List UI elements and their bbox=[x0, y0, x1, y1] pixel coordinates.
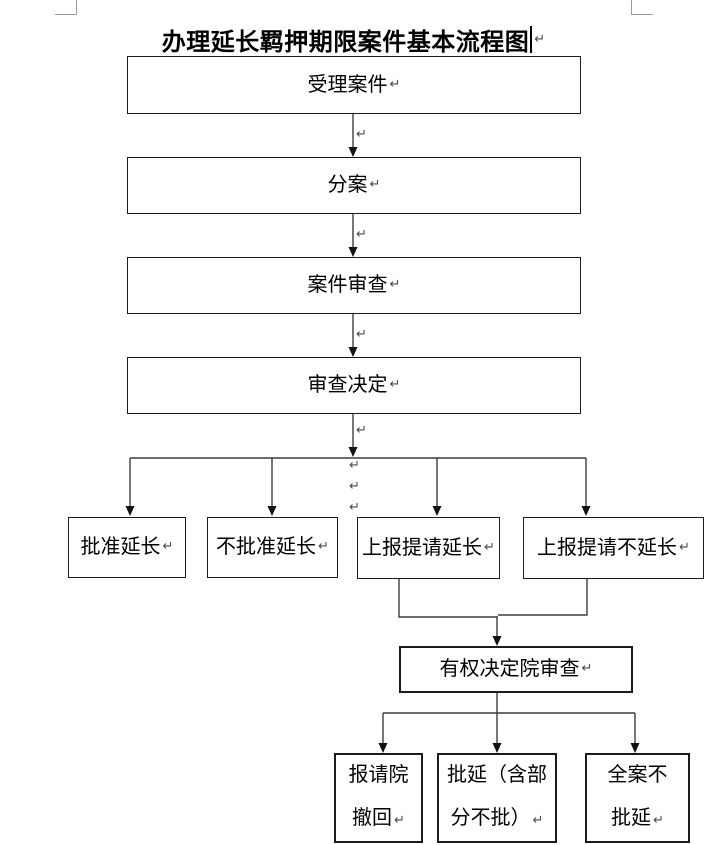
text-boundary-corner-top-left bbox=[55, 0, 77, 15]
page-title: 办理延长羁押期限案件基本流程图 bbox=[161, 29, 530, 56]
node-label: 受理案件 bbox=[307, 73, 388, 96]
paragraph-mark: ↵ bbox=[349, 500, 360, 515]
node-label: 上报提请不延长 bbox=[537, 536, 678, 559]
node-authority-review[interactable]: 有权决定院审查↵ bbox=[399, 646, 633, 693]
paragraph-mark: ↵ bbox=[349, 458, 360, 473]
paragraph-mark: ↵ bbox=[394, 813, 405, 828]
node-label-line2: 撤回↵ bbox=[352, 807, 405, 829]
node-report-request-no-extension[interactable]: 上报提请不延长↵ bbox=[523, 517, 704, 579]
node-approve-delay[interactable]: 批延（含部 分不批）↵ bbox=[437, 753, 557, 843]
node-report-request-extension[interactable]: 上报提请延长↵ bbox=[357, 517, 500, 579]
paragraph-mark: ↵ bbox=[484, 539, 495, 555]
node-label: 批准延长 bbox=[80, 536, 161, 558]
paragraph-mark: ↵ bbox=[389, 377, 401, 393]
arrow-to-authority-review bbox=[492, 616, 502, 646]
paragraph-mark: ↵ bbox=[356, 327, 367, 342]
arrow-to-report-request-no-extension bbox=[581, 458, 591, 516]
node-approve-extension[interactable]: 批准延长↵ bbox=[68, 517, 186, 578]
node-label: 上报提请延长 bbox=[362, 536, 483, 559]
text-boundary-corner-top-right bbox=[631, 0, 653, 15]
paragraph-mark: ↵ bbox=[389, 277, 401, 293]
arrow-to-report-request-extension bbox=[432, 458, 442, 516]
node-label-line2: 批延↵ bbox=[611, 807, 664, 829]
paragraph-mark: ↵ bbox=[679, 539, 690, 555]
text-cursor bbox=[530, 25, 533, 53]
paragraph-mark: ↵ bbox=[369, 177, 381, 193]
paragraph-mark: ↵ bbox=[389, 76, 401, 92]
node-label: 不批准延长 bbox=[216, 536, 317, 558]
paragraph-mark: ↵ bbox=[318, 539, 329, 555]
paragraph-mark: ↵ bbox=[581, 661, 593, 677]
paragraph-mark: ↵ bbox=[534, 31, 546, 47]
paragraph-mark: ↵ bbox=[532, 813, 544, 828]
node-review-decision[interactable]: 审查决定↵ bbox=[127, 357, 581, 414]
paragraph-mark: ↵ bbox=[356, 227, 367, 242]
arrow-to-approve-extension bbox=[125, 458, 135, 516]
node-request-withdraw[interactable]: 报请院 撤回↵ bbox=[334, 753, 423, 843]
node-label: 分案 bbox=[327, 174, 368, 196]
node-assign-case[interactable]: 分案↵ bbox=[127, 157, 581, 214]
paragraph-mark: ↵ bbox=[653, 813, 664, 828]
node-label: 审查决定 bbox=[307, 374, 388, 396]
elbow-report-no-extension-down bbox=[498, 577, 588, 616]
flowchart-title-row: 办理延长羁押期限案件基本流程图 ↵ bbox=[127, 22, 580, 56]
paragraph-mark: ↵ bbox=[162, 539, 174, 555]
node-label-line1: 全案不 bbox=[607, 764, 668, 786]
arrow-to-request-withdraw bbox=[378, 713, 388, 753]
node-label: 有权决定院审查 bbox=[439, 658, 580, 680]
arrow-to-approve-delay bbox=[492, 713, 502, 753]
node-accept-case[interactable]: 受理案件↵ bbox=[127, 56, 581, 114]
node-disapprove-extension[interactable]: 不批准延长↵ bbox=[207, 517, 338, 578]
node-case-review[interactable]: 案件审查↵ bbox=[127, 257, 581, 314]
node-label-line1: 批延（含部 bbox=[447, 764, 547, 786]
elbow-report-extension-down bbox=[398, 577, 497, 618]
arrow-to-disapprove-extension bbox=[267, 458, 277, 516]
node-label-line1: 报请院 bbox=[348, 764, 409, 786]
paragraph-mark: ↵ bbox=[349, 479, 360, 494]
node-label-line2: 分不批）↵ bbox=[450, 807, 544, 829]
paragraph-mark: ↵ bbox=[356, 423, 367, 438]
node-no-delay[interactable]: 全案不 批延↵ bbox=[585, 753, 690, 843]
node-label: 案件审查 bbox=[307, 274, 388, 296]
arrow-to-no-delay bbox=[630, 713, 640, 753]
paragraph-mark: ↵ bbox=[356, 127, 367, 142]
